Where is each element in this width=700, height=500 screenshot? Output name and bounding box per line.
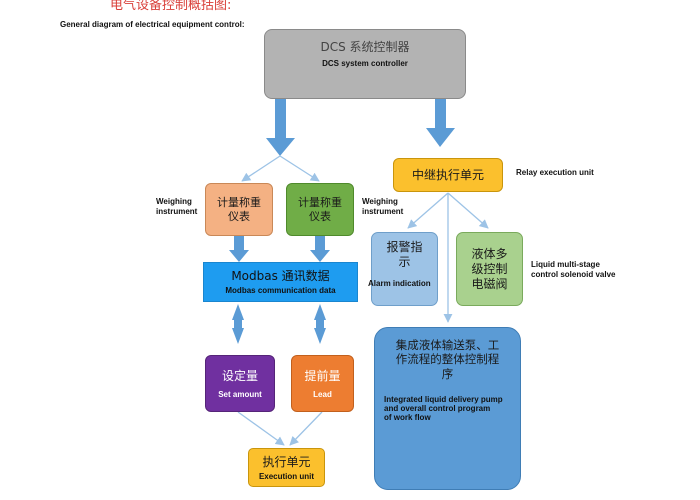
exec-cn: 执行单元: [262, 454, 311, 469]
integrated-cn-line2: 作流程的整体控制程: [395, 352, 500, 367]
double-arrow-lead: [314, 304, 326, 344]
thick-arrow-dcs-relay: [426, 98, 455, 147]
solenoid-valve-box: 液体多 级控制 电磁阀: [456, 232, 523, 306]
thin-arrow-to-weigh-right: [279, 155, 320, 182]
dcs-label-cn: DCS 系统控制器: [320, 40, 410, 54]
integrated-en-line3: of work flow: [384, 413, 431, 423]
thin-arrow-relay-alarm: [407, 192, 449, 229]
valve-label-en: Liquid multi-stage control solenoid valv…: [531, 260, 615, 281]
valve-cn-line3: 电磁阀: [471, 276, 508, 291]
integrated-control-box: 集成液体输送泵、工 作流程的整体控制程 序 Integrated liquid …: [374, 327, 521, 490]
lead-cn: 提前量: [304, 368, 341, 383]
weigh-right-cn-line1: 计量称重: [298, 195, 342, 209]
alarm-indication-box: 报警指 示: [371, 232, 438, 306]
exec-en: Execution unit: [258, 471, 315, 481]
valve-en-line2: control solenoid valve: [531, 270, 616, 280]
weigh-right-en-line2: instrument: [362, 207, 404, 217]
set-amount-cn: 设定量: [221, 368, 258, 383]
diagram-title-cn: 电气设备控制概括图:: [110, 0, 232, 13]
integrated-en-line1: Integrated liquid delivery pump: [384, 395, 503, 405]
arrow-weigh-left-modbus: [229, 236, 249, 262]
thin-arrow-set-exec: [237, 411, 285, 446]
weigh-left-cn-line1: 计量称重: [217, 195, 261, 209]
set-amount-en: Set amount: [218, 389, 262, 399]
valve-cn-line2: 级控制: [471, 261, 508, 276]
weigh-right-cn-line2: 仪表: [309, 209, 331, 223]
integrated-en-line2: and overall control program: [384, 404, 491, 414]
diagram-title-en: General diagram of electrical equipment …: [60, 20, 245, 29]
lead-en: Lead: [313, 389, 332, 399]
execution-unit-box: 执行单元 Execution unit: [248, 448, 325, 487]
weighing-instrument-right-box: 计量称重 仪表: [286, 183, 354, 236]
weighing-instrument-left-box: 计量称重 仪表: [205, 183, 273, 236]
integrated-cn-line3: 序: [441, 366, 454, 381]
weigh-right-en-line1: Weighing: [362, 197, 398, 206]
integrated-en-block: Integrated liquid delivery pump and over…: [375, 395, 520, 422]
set-amount-box: 设定量 Set amount: [205, 355, 275, 412]
thin-arrow-lead-exec: [289, 411, 323, 446]
valve-en-line1: Liquid multi-stage: [531, 260, 600, 269]
thin-arrow-to-weigh-left: [241, 155, 281, 182]
integrated-cn-line1: 集成液体输送泵、工: [395, 338, 500, 352]
dcs-label-en: DCS system controller: [322, 59, 408, 68]
weigh-left-cn-line2: 仪表: [228, 209, 250, 223]
weigh-left-en-line1: Weighing: [156, 197, 192, 206]
weigh-right-label-en: Weighing instrument: [362, 197, 403, 218]
arrow-weigh-right-modbus: [310, 236, 330, 262]
modbus-communication-box: Modbas 通讯数据 Modbas communication data: [203, 262, 358, 302]
lead-box: 提前量 Lead: [291, 355, 354, 412]
alarm-cn-line1: 报警指: [386, 240, 423, 254]
modbus-label-en: Modbas communication data: [225, 286, 336, 295]
alarm-label-en: Alarm indication: [368, 279, 431, 288]
valve-cn-line1: 液体多: [471, 246, 508, 261]
thin-arrow-relay-valve: [447, 192, 489, 229]
double-arrow-set-amount: [232, 304, 244, 344]
modbus-label-cn: Modbas 通讯数据: [231, 269, 330, 283]
thick-arrow-dcs-left: [266, 98, 295, 156]
weigh-left-en-line2: instrument: [156, 207, 198, 217]
relay-label-cn: 中继执行单元: [411, 167, 484, 182]
alarm-cn-line2: 示: [398, 255, 411, 269]
relay-execution-box: 中继执行单元: [393, 158, 503, 192]
weigh-left-label-en: Weighing instrument: [156, 197, 197, 218]
relay-label-en: Relay execution unit: [516, 168, 594, 177]
dcs-controller-box: DCS 系统控制器 DCS system controller: [264, 29, 466, 99]
